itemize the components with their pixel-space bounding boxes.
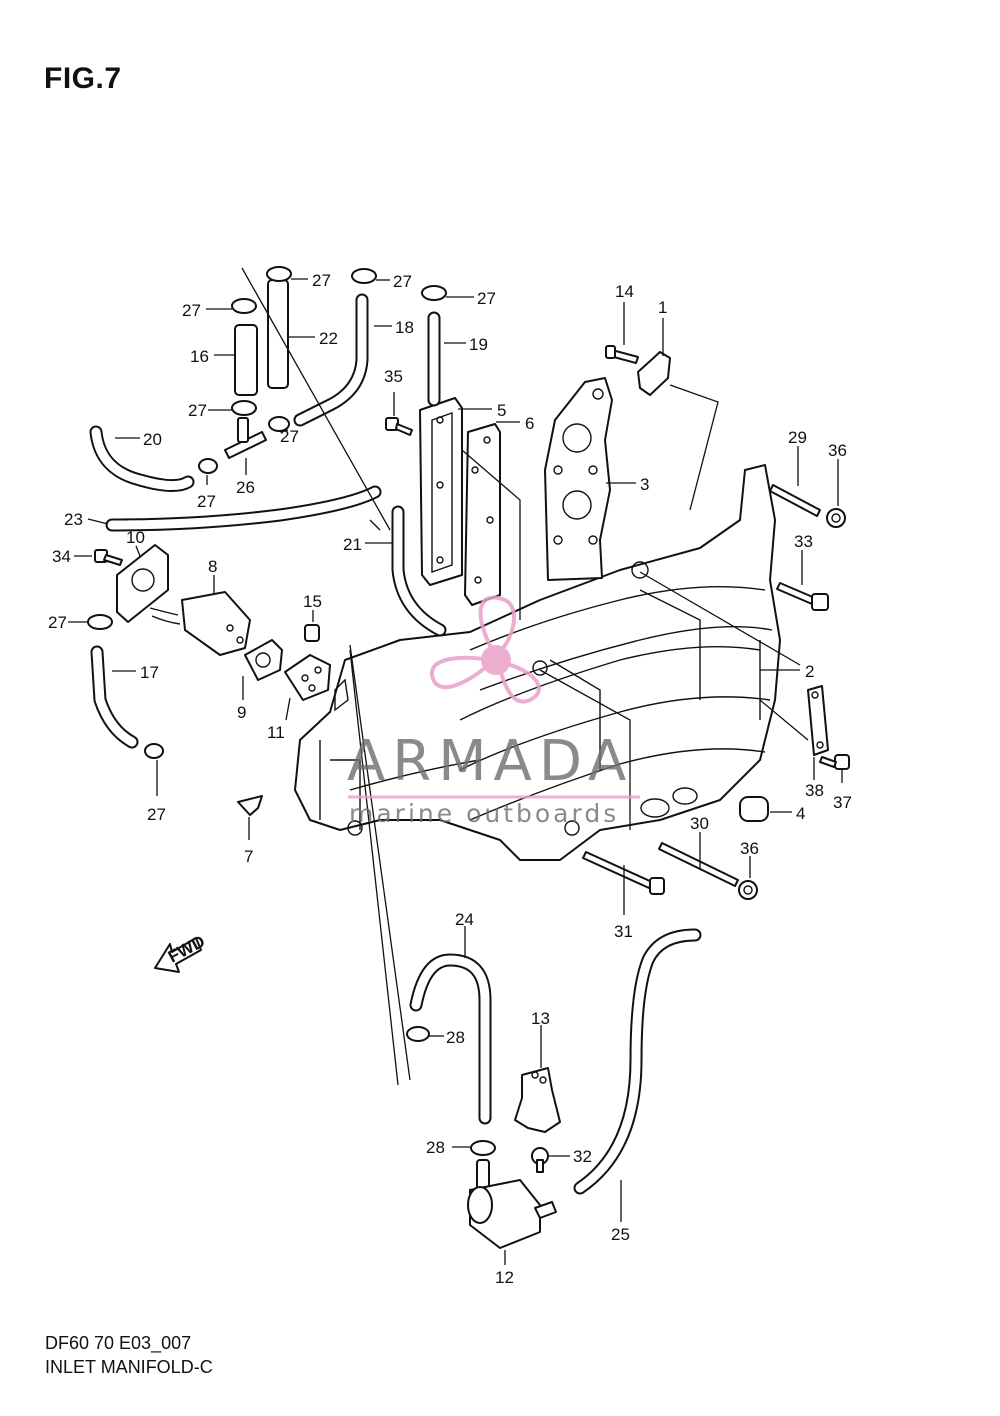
joint-26[interactable]: [224, 417, 267, 459]
callout-18: 18: [395, 318, 414, 337]
gasket-9[interactable]: [244, 639, 283, 681]
armada-watermark: ARMADA marine outboards: [347, 595, 640, 828]
callout-9: 9: [237, 703, 246, 722]
gasket-6[interactable]: [464, 423, 501, 606]
callout-37: 37: [833, 793, 852, 812]
callout-12: 12: [495, 1268, 514, 1287]
watermark-tagline: marine outboards: [349, 799, 619, 828]
callout-28: 28: [426, 1138, 445, 1157]
callout-30: 30: [690, 814, 709, 833]
hose-20[interactable]: [89, 425, 195, 492]
hose-23[interactable]: [105, 485, 382, 532]
nut-36[interactable]: [738, 508, 846, 900]
callout-27: 27: [188, 401, 207, 420]
callout-6: 6: [525, 414, 534, 433]
figure-code: DF60 70 E03_007: [45, 1333, 192, 1353]
callout-11: 11: [267, 723, 285, 742]
callout-7: 7: [244, 847, 253, 866]
callout-33: 33: [794, 532, 813, 551]
callout-4: 4: [796, 804, 805, 823]
hose-25[interactable]: [573, 928, 702, 1195]
callout-3: 3: [640, 475, 649, 494]
callout-16: 16: [190, 347, 209, 366]
inlet-manifold[interactable]: [294, 464, 781, 861]
callout-27: 27: [312, 271, 331, 290]
solenoid-valve-8[interactable]: [149, 591, 251, 656]
callout-8: 8: [208, 557, 217, 576]
screw-32[interactable]: [531, 1147, 549, 1173]
fwd-arrow-icon: FWD: [154, 932, 208, 973]
callout-27: 27: [477, 289, 496, 308]
bracket-1[interactable]: [637, 351, 671, 396]
callout-14: 14: [615, 282, 634, 301]
fwd-label: FWD: [165, 932, 208, 967]
callout-27: 27: [280, 427, 299, 446]
callout-38: 38: [805, 781, 824, 800]
plate-11[interactable]: [284, 654, 331, 701]
callout-28: 28: [446, 1028, 465, 1047]
bolt-31[interactable]: [582, 851, 665, 895]
callout-23: 23: [64, 510, 83, 529]
cap-4[interactable]: [739, 796, 769, 822]
callout-27: 27: [48, 613, 67, 632]
callout-25: 25: [611, 1225, 630, 1244]
bracket-38[interactable]: [807, 685, 829, 756]
callout-10: 10: [126, 528, 145, 547]
callout-26: 26: [236, 478, 255, 497]
callout-1: 1: [658, 298, 667, 317]
watermark-brand: ARMADA: [347, 729, 633, 794]
gasket-5[interactable]: [419, 397, 463, 586]
callout-32: 32: [573, 1147, 592, 1166]
callout-22: 22: [319, 329, 338, 348]
callout-labels: 27 27 27 27 22 18 19 16 14 1 35 5 6 3 27…: [48, 271, 852, 1287]
callout-29: 29: [788, 428, 807, 447]
callout-24: 24: [455, 910, 474, 929]
callout-19: 19: [469, 335, 488, 354]
callout-36: 36: [740, 839, 759, 858]
callout-5: 5: [497, 401, 506, 420]
bolt-30[interactable]: [658, 842, 739, 887]
hose-16[interactable]: [234, 324, 258, 396]
callout-27: 27: [147, 805, 166, 824]
callout-20: 20: [143, 430, 162, 449]
clamp-27[interactable]: [87, 266, 447, 759]
callout-36: 36: [828, 441, 847, 460]
holder-13[interactable]: [514, 1067, 561, 1133]
bracket-10[interactable]: [116, 544, 169, 623]
leader-lines: [241, 267, 809, 1086]
callout-31: 31: [614, 922, 633, 941]
bolt-14[interactable]: [605, 345, 639, 364]
propeller-logo-icon: [430, 595, 541, 704]
figure-name: INLET MANIFOLD-C: [45, 1357, 213, 1377]
callout-15: 15: [303, 592, 322, 611]
callout-35: 35: [384, 367, 403, 386]
callout-21: 21: [343, 535, 362, 554]
callout-2: 2: [805, 662, 814, 681]
gasket-3[interactable]: [544, 377, 613, 581]
figure-title: FIG.7: [44, 62, 122, 95]
fuel-filter-12[interactable]: [467, 1159, 557, 1249]
hose-17[interactable]: [90, 645, 139, 749]
hose-24[interactable]: [409, 953, 492, 1125]
callout-27: 27: [182, 301, 201, 320]
bolt-35[interactable]: [385, 417, 413, 436]
hose-21[interactable]: [391, 505, 447, 637]
clamp-28[interactable]: [406, 1026, 496, 1156]
callout-17: 17: [140, 663, 159, 682]
bolt-34[interactable]: [94, 549, 123, 566]
bolt-29[interactable]: [769, 484, 821, 517]
plug-7[interactable]: [237, 795, 263, 816]
callout-13: 13: [531, 1009, 550, 1028]
callout-27: 27: [393, 272, 412, 291]
bolt-37[interactable]: [819, 754, 850, 770]
callout-34: 34: [52, 547, 71, 566]
callout-27: 27: [197, 492, 216, 511]
bolt-33[interactable]: [776, 582, 829, 611]
pin-15[interactable]: [304, 624, 320, 642]
hose-18[interactable]: [293, 293, 369, 427]
hose-22[interactable]: [267, 279, 289, 389]
